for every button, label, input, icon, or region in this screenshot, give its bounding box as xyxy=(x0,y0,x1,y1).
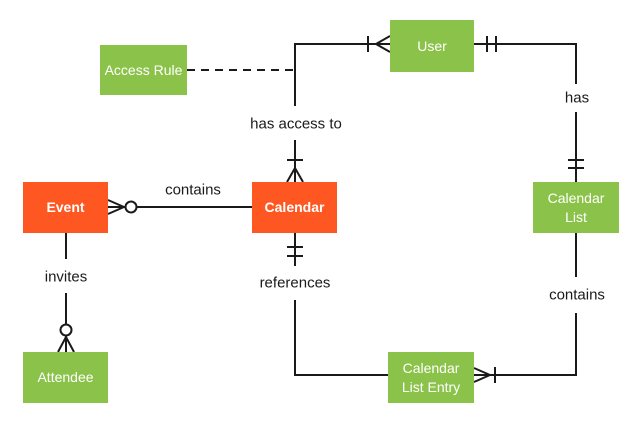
relationship-line-has xyxy=(474,36,584,182)
entity-label: Calendar List Entry xyxy=(401,360,461,395)
one-or-many-icon xyxy=(473,367,496,383)
one-and-only-one-icon xyxy=(568,159,584,169)
entity-attendee[interactable]: Attendee xyxy=(23,352,108,403)
relationship-label-contains-right: contains xyxy=(547,286,607,304)
entity-label: Calendar xyxy=(264,199,325,216)
zero-or-many-icon xyxy=(57,323,75,353)
relationship-line-contains xyxy=(107,199,252,215)
one-and-only-one-icon xyxy=(486,36,497,52)
relationship-line-invites xyxy=(57,233,75,353)
one-and-only-one-icon xyxy=(287,246,303,257)
relationship-line-has-access-to xyxy=(286,35,391,183)
relationship-label-invites: invites xyxy=(42,268,90,286)
entity-user[interactable]: User xyxy=(390,20,474,72)
zero-or-many-icon xyxy=(107,199,138,215)
relationship-label-references: references xyxy=(257,274,333,292)
relationship-label-contains: contains xyxy=(163,181,223,199)
entity-label: User xyxy=(417,37,447,54)
entity-calendar-list-entry[interactable]: Calendar List Entry xyxy=(388,352,474,403)
entity-calendar-list[interactable]: Calendar List xyxy=(533,182,619,233)
entity-label: Access Rule xyxy=(104,61,183,78)
entity-label: Calendar List xyxy=(547,190,605,225)
entity-access-rule[interactable]: Access Rule xyxy=(100,45,187,95)
entity-label: Attendee xyxy=(37,369,94,386)
entity-event[interactable]: Event xyxy=(23,182,108,233)
entity-label: Event xyxy=(46,199,85,216)
one-or-many-icon xyxy=(286,159,304,183)
relationship-line-references xyxy=(287,233,388,376)
entity-calendar[interactable]: Calendar xyxy=(252,182,337,233)
one-or-many-icon xyxy=(367,35,391,53)
relationship-label-has: has xyxy=(562,89,592,107)
relationship-line-contains-right xyxy=(473,233,577,383)
relationship-label-has-access-to: has access to xyxy=(248,115,344,133)
